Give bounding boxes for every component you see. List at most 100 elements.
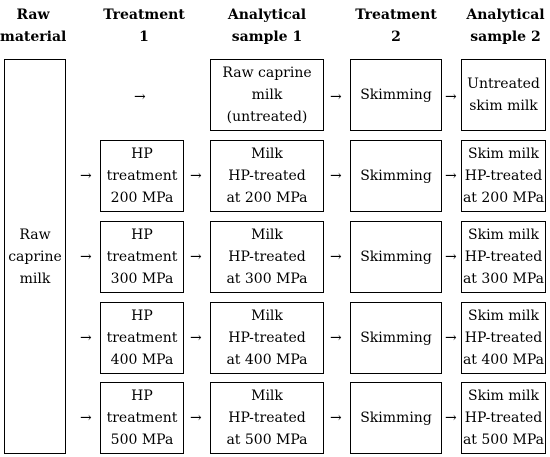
box-line: 500 MPa [110,432,174,448]
box-line: HP-treated [228,410,306,426]
box-line: treatment [106,249,178,265]
box-line: 300 MPa [110,271,174,287]
box-line: milk [19,270,51,287]
box-line: (untreated) [226,109,308,125]
arrow-icon: → [445,410,457,426]
box-line: at 200 MPa [462,190,545,206]
box-line: treatment [106,330,178,346]
header-line: Analytical [466,7,545,23]
raw-material-box: Raw caprine milk [4,59,66,454]
box-line: Untreated [467,76,540,92]
box-line: at 200 MPa [226,190,308,206]
analytical-sample-2-box: Skim milk HP-treated at 300 MPa [461,221,546,293]
treatment-1-box: HP treatment 500 MPa [100,382,184,454]
header-line: 1 [139,29,149,45]
arrow-icon: → [80,168,92,184]
box-line: HP-treated [228,330,306,346]
box-line: at 300 MPa [226,271,308,287]
box-line: Skimming [360,87,432,103]
box-line: HP-treated [464,168,543,184]
arrow-icon: → [445,330,457,346]
treatment-2-box: Skimming [350,59,442,131]
box-line: Skimming [360,249,432,265]
box-line: milk [251,87,283,103]
box-line: Raw [19,226,51,243]
box-line: HP [131,308,153,324]
analytical-sample-1-box: Milk HP-treated at 400 MPa [210,302,324,374]
arrow-icon: → [330,89,342,105]
box-line: 400 MPa [110,352,174,368]
treatment-2-box: Skimming [350,382,442,454]
box-line: Milk [251,308,283,324]
analytical-sample-2-box: Skim milk HP-treated at 200 MPa [461,140,546,212]
box-line: HP-treated [464,249,543,265]
arrow-icon: → [330,249,342,265]
box-line: Skimming [360,410,432,426]
box-line: Milk [251,146,283,162]
treatment-2-box: Skimming [350,302,442,374]
analytical-sample-1-box: Milk HP-treated at 300 MPa [210,221,324,293]
header-line: Treatment [103,7,185,23]
arrow-icon: → [445,249,457,265]
treatment-2-box: Skimming [350,221,442,293]
header-analytical-sample-2: Analytical sample 2 [461,4,550,48]
header-line: Analytical [227,7,307,23]
arrow-icon: → [330,410,342,426]
box-line: HP [131,146,153,162]
header-line: Raw [16,7,50,23]
box-line: HP [131,227,153,243]
arrow-icon: → [330,168,342,184]
box-line: at 400 MPa [226,352,308,368]
box-line: 200 MPa [110,190,174,206]
treatment-1-box: HP treatment 400 MPa [100,302,184,374]
box-line: at 500 MPa [462,432,545,448]
header-treatment-1: Treatment 1 [100,4,188,48]
box-line: at 300 MPa [462,271,545,287]
box-line: treatment [106,410,178,426]
analytical-sample-2-box: Skim milk HP-treated at 400 MPa [461,302,546,374]
box-line: HP-treated [464,410,543,426]
box-line: at 500 MPa [226,432,308,448]
header-line: Treatment [355,7,437,23]
arrow-icon: → [445,168,457,184]
analytical-sample-2-box: Untreated skim milk [461,59,546,131]
header-line: sample 2 [470,29,541,45]
header-analytical-sample-1: Analytical sample 1 [210,4,324,48]
analytical-sample-1-box: Raw caprine milk (untreated) [210,59,324,131]
box-line: Skim milk [468,146,539,162]
box-line: Milk [251,227,283,243]
arrow-icon: → [190,249,202,265]
arrow-icon: → [190,330,202,346]
box-line: Skim milk [468,308,539,324]
box-line: Skim milk [468,388,539,404]
analytical-sample-1-box: Milk HP-treated at 500 MPa [210,382,324,454]
arrow-icon: → [80,330,92,346]
arrow-icon: → [134,89,146,105]
treatment-2-box: Skimming [350,140,442,212]
box-line: Skim milk [468,227,539,243]
box-line: at 400 MPa [462,352,545,368]
treatment-1-box: HP treatment 300 MPa [100,221,184,293]
box-line: treatment [106,168,178,184]
header-treatment-2: Treatment 2 [350,4,442,48]
box-line: Raw caprine [222,65,312,81]
header-line: material [0,29,67,45]
box-line: HP-treated [228,249,306,265]
box-line: Skimming [360,168,432,184]
arrow-icon: → [445,89,457,105]
box-line: skim milk [469,98,538,114]
box-line: caprine [8,248,62,265]
box-line: HP-treated [464,330,543,346]
header-raw-material: Raw material [0,4,66,48]
arrow-icon: → [80,410,92,426]
box-line: HP-treated [228,168,306,184]
analytical-sample-1-box: Milk HP-treated at 200 MPa [210,140,324,212]
box-line: Milk [251,388,283,404]
arrow-icon: → [330,330,342,346]
analytical-sample-2-box: Skim milk HP-treated at 500 MPa [461,382,546,454]
header-line: 2 [391,29,401,45]
box-line: Skimming [360,330,432,346]
arrow-icon: → [190,410,202,426]
box-line: HP [131,388,153,404]
treatment-1-box: HP treatment 200 MPa [100,140,184,212]
